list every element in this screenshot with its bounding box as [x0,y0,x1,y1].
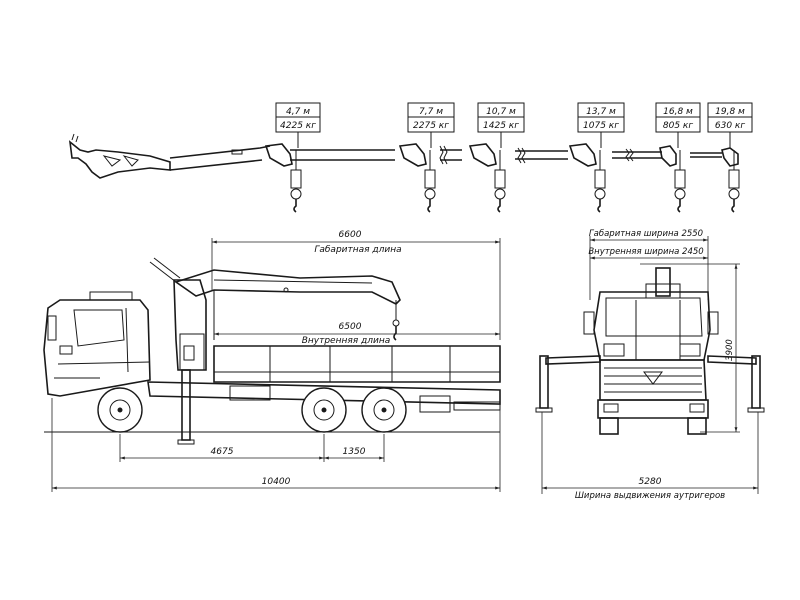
capacity-box-1: 4,7 м 4225 кг [275,102,321,148]
inner-length-value: 6500 [339,322,362,332]
inner-length-label: Внутренняя длина [302,336,391,346]
reach-label-2: 7,7 м [419,107,443,117]
reach-label-1: 4,7 м [286,107,310,117]
capacity-box-6: 19,8 м 630 кг [707,102,753,148]
capacity-box-4: 13,7 м 1075 кг [577,102,625,148]
load-label-4: 1075 кг [583,121,619,131]
reach-label-5: 16,8 м [663,107,693,117]
reach-label-3: 10,7 м [486,107,516,117]
side-view: 6600 Габаритная длина 6500 Внутренняя дл… [43,230,501,492]
rear-view: Габаритная ширина 2550 Внутренняя ширина… [535,229,765,501]
capacity-labels: 4,7 м 4225 кг 7,7 м 2275 кг 10,7 м 1425 … [275,102,753,148]
load-label-6: 630 кг [715,121,745,131]
outrigger-width-value: 5280 [639,477,662,487]
hook-assemblies [264,143,740,213]
reach-label-4: 13,7 м [586,107,616,117]
overall-width-label: Габаритная ширина 2550 [589,229,703,239]
load-label-5: 805 кг [663,121,693,131]
reach-label-6: 19,8 м [715,107,745,117]
capacity-box-3: 10,7 м 1425 кг [477,102,525,148]
wheelbase-value: 4675 [211,447,234,457]
hook-assembly-1 [264,143,302,213]
extended-boom-view [68,133,722,179]
height-value: 3900 [725,339,735,361]
load-label-3: 1425 кг [483,121,519,131]
load-label-1: 4225 кг [280,121,316,131]
rear-wheel-1 [301,387,347,433]
rear-wheel-2 [361,387,407,433]
load-label-2: 2275 кг [413,121,449,131]
hook-assembly-6 [721,147,740,213]
inner-width-label: Внутренняя ширина 2450 [588,247,703,257]
hook-assembly-2 [398,143,436,213]
hook-assembly-4 [568,143,606,213]
capacity-box-2: 7,7 м 2275 кг [407,102,455,148]
hook-assembly-5 [659,145,686,213]
overall-length-value: 6600 [339,230,362,240]
hook-assembly-3 [468,143,506,213]
outrigger-width-label: Ширина выдвижения аутригеров [575,491,725,501]
total-length-value: 10400 [262,477,291,487]
capacity-box-5: 16,8 м 805 кг [655,102,701,148]
front-wheel [97,387,143,433]
axle-spacing-value: 1350 [343,447,366,457]
overall-length-label: Габаритная длина [314,245,401,255]
